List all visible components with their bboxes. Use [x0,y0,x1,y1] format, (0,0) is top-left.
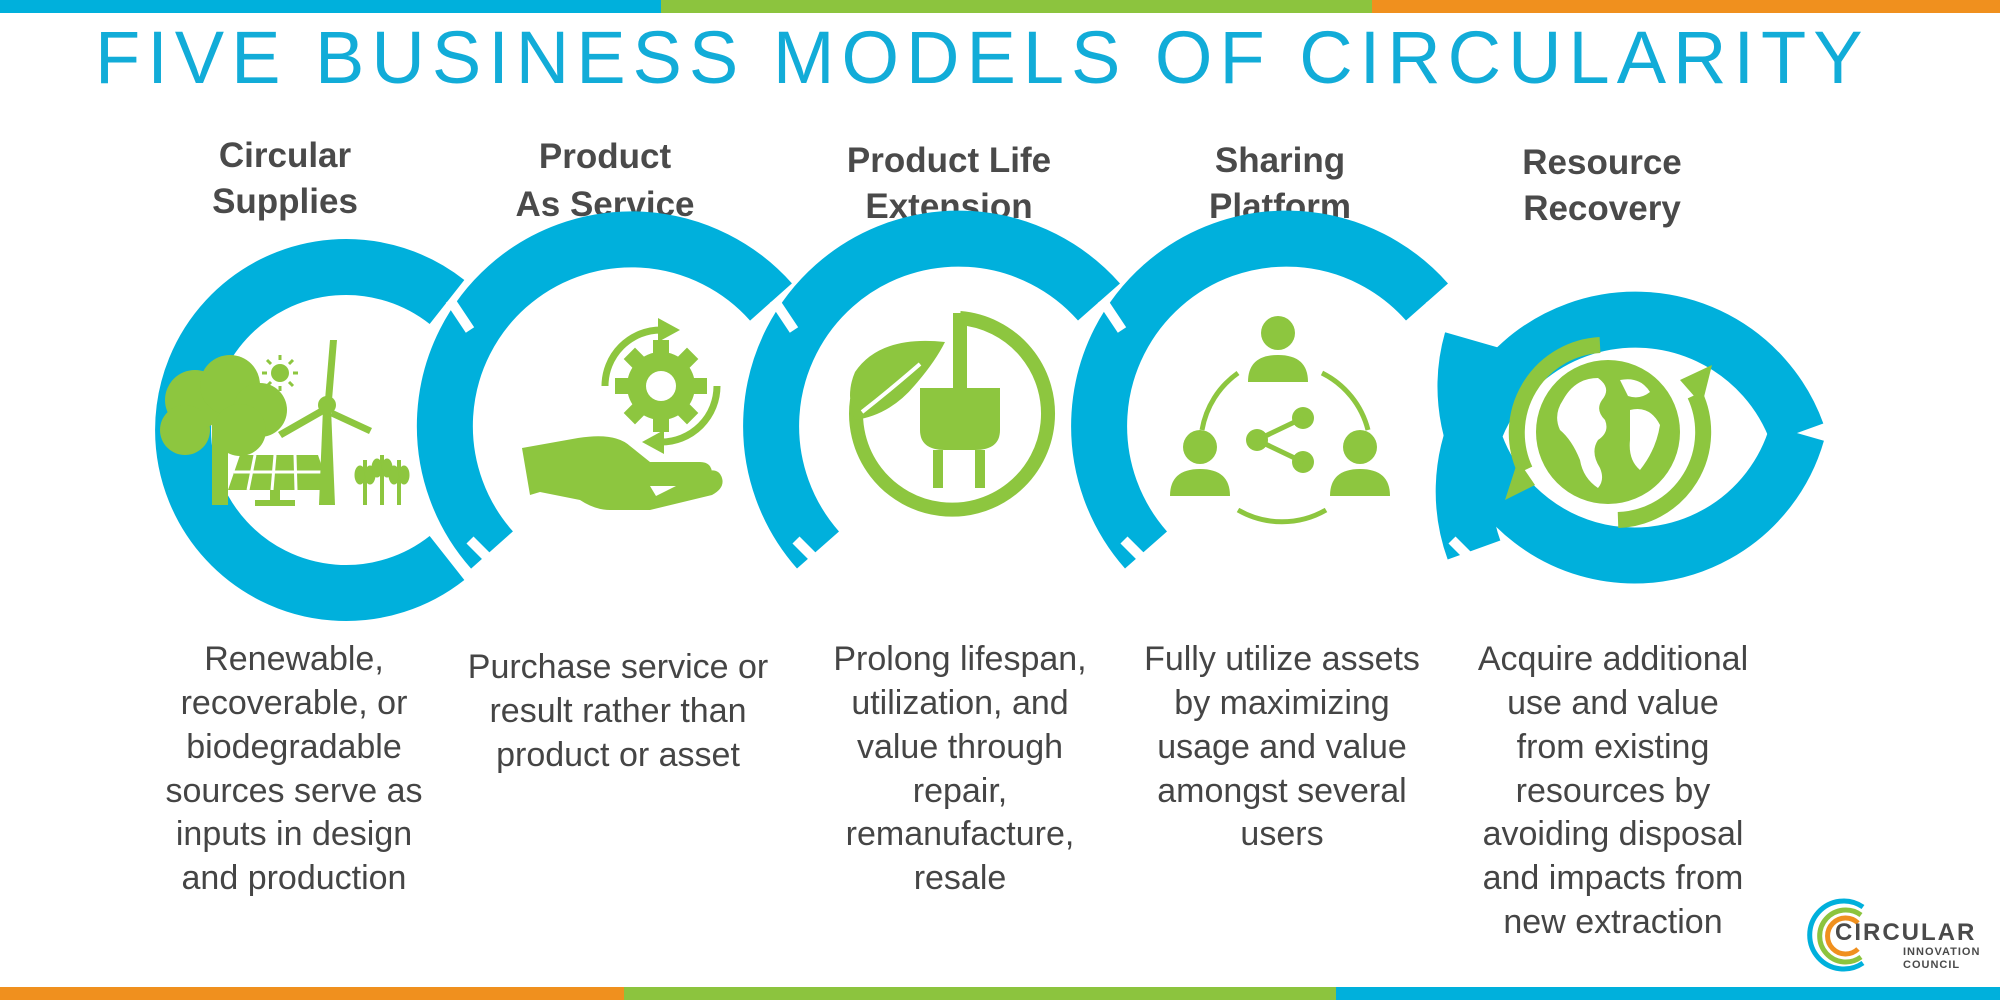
logo-line1: CIRCULAR [1835,919,1977,946]
logo-arc-blue [1807,898,1865,972]
description-line: Fully utilize assets [1144,640,1420,678]
recycling-globe-icon [1505,337,1712,528]
bottom-bar-orange [0,987,624,1000]
description-line: remanufacture, [845,815,1075,854]
description-line: sources serve as [165,771,423,810]
heading-line: Product Life [846,141,1052,180]
description-line: users [1240,815,1324,854]
bottom-bar-blue [1336,987,2000,1000]
heading-line: Product [538,137,672,176]
top-bar-green [661,0,1372,13]
ring-2 [416,211,792,569]
page-title: FIVE BUSINESS MODELS OF CIRCULARITY [95,16,1870,99]
description-line: avoiding disposal [1482,815,1744,854]
service-hand-gear-icon [522,318,723,510]
eco-plug-icon [849,311,1056,517]
description-line: value through [856,727,1064,766]
ring-chain [155,210,1824,621]
heading-line: Sharing [1214,141,1346,180]
description-line: product or asset [496,735,740,774]
description-line: resale [913,859,1007,898]
description-line: inputs in design [175,815,413,854]
description-line: usage and value [1157,727,1407,766]
circular-innovation-council-logo [1807,898,1865,972]
ring-gaps [445,297,1476,564]
logo-subline: INNOVATION COUNCIL [1903,946,1980,972]
description-line: use and value [1507,683,1719,722]
logo-arc-orange [1825,915,1860,957]
sharing-network-icon [1170,316,1390,525]
logo-wordmark: CIRCULAR [1835,920,1976,946]
ring-4 [1071,210,1448,569]
description-line: recoverable, or [180,683,408,722]
description-line: and production [181,859,407,898]
description-line: and impacts from [1482,859,1744,898]
description-circular-supplies: Renewable, recoverable, or biodegradable… [124,638,464,901]
renewable-energy-icon [160,340,410,506]
logo-line3: COUNCIL [1903,959,1961,971]
description-line: Prolong lifespan, [833,640,1087,678]
heading-line: Resource [1522,143,1682,182]
description-line: Renewable, [204,640,384,678]
description-line: amongst several [1157,771,1407,810]
description-sharing-platform: Fully utilize assets by maximizing usage… [1112,638,1452,857]
top-bar-blue [0,0,661,13]
description-line: resources by [1515,771,1711,810]
description-line: Purchase service or [467,648,769,686]
heading-line: Supplies [212,181,358,221]
description-line: by maximizing [1174,683,1390,722]
heading-line: Circular [218,136,352,175]
description-product-as-service: Purchase service or result rather than p… [448,646,788,778]
heading-line: Recovery [1523,188,1681,228]
heading-resource-recovery: Resource Recovery [1442,140,1762,231]
heading-circular-supplies: Circular Supplies [125,133,445,224]
description-line: biodegradable [186,727,402,766]
ring-5-tail [1437,332,1824,584]
top-bar-orange [1372,0,2000,13]
description-line: Acquire additional [1477,640,1749,678]
ring-3 [743,210,1120,569]
description-resource-recovery: Acquire additional use and value from ex… [1443,638,1783,945]
logo-arc-green [1817,907,1863,965]
description-line: result rather than [489,691,747,730]
description-line: repair, [912,771,1008,810]
heading-product-life-extension: Product Life Extension [789,138,1109,229]
bottom-bar-green [624,987,1336,1000]
description-product-life-extension: Prolong lifespan, utilization, and value… [790,638,1130,901]
description-line: from existing [1516,727,1710,766]
description-line: utilization, and [851,683,1069,722]
logo-line2: INNOVATION [1903,946,1981,958]
description-line: new extraction [1503,903,1723,942]
